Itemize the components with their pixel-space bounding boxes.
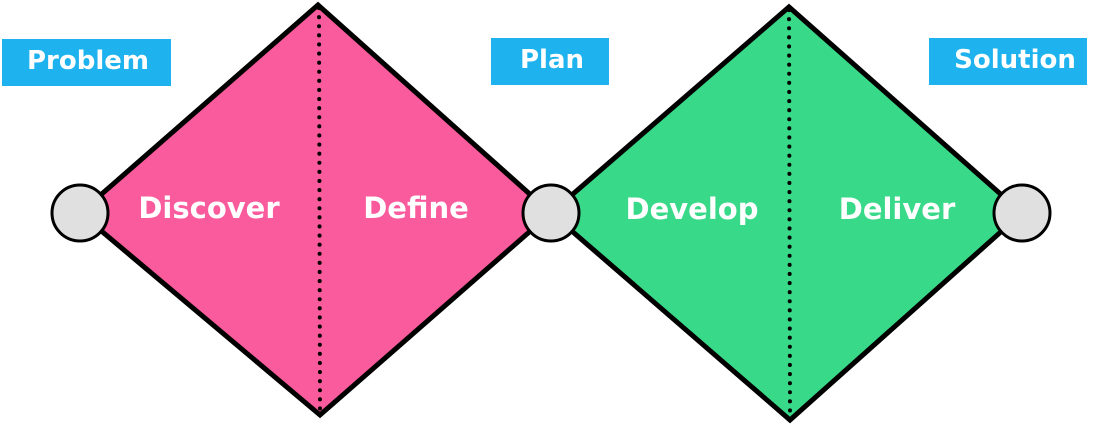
node-end bbox=[992, 183, 1052, 243]
label-box-problem: Problem bbox=[2, 39, 171, 86]
node-start bbox=[50, 183, 110, 243]
label-box-solution: Solution bbox=[929, 38, 1087, 85]
stage-label-develop: Develop bbox=[626, 192, 759, 226]
stage-label-deliver: Deliver bbox=[839, 192, 956, 226]
label-box-solution-text: Solution bbox=[954, 45, 1076, 75]
label-box-problem-text: Problem bbox=[27, 46, 149, 76]
label-box-plan-bg bbox=[491, 38, 609, 85]
stage-label-discover: Discover bbox=[138, 191, 280, 225]
label-box-problem-bg bbox=[2, 39, 171, 86]
node-middle bbox=[521, 183, 581, 243]
stage-label-define: Define bbox=[363, 191, 469, 225]
label-box-solution-bg bbox=[929, 38, 1087, 85]
label-box-plan: Plan bbox=[491, 38, 609, 85]
label-box-plan-text: Plan bbox=[520, 45, 584, 75]
divider-discover-define bbox=[317, 6, 322, 416]
